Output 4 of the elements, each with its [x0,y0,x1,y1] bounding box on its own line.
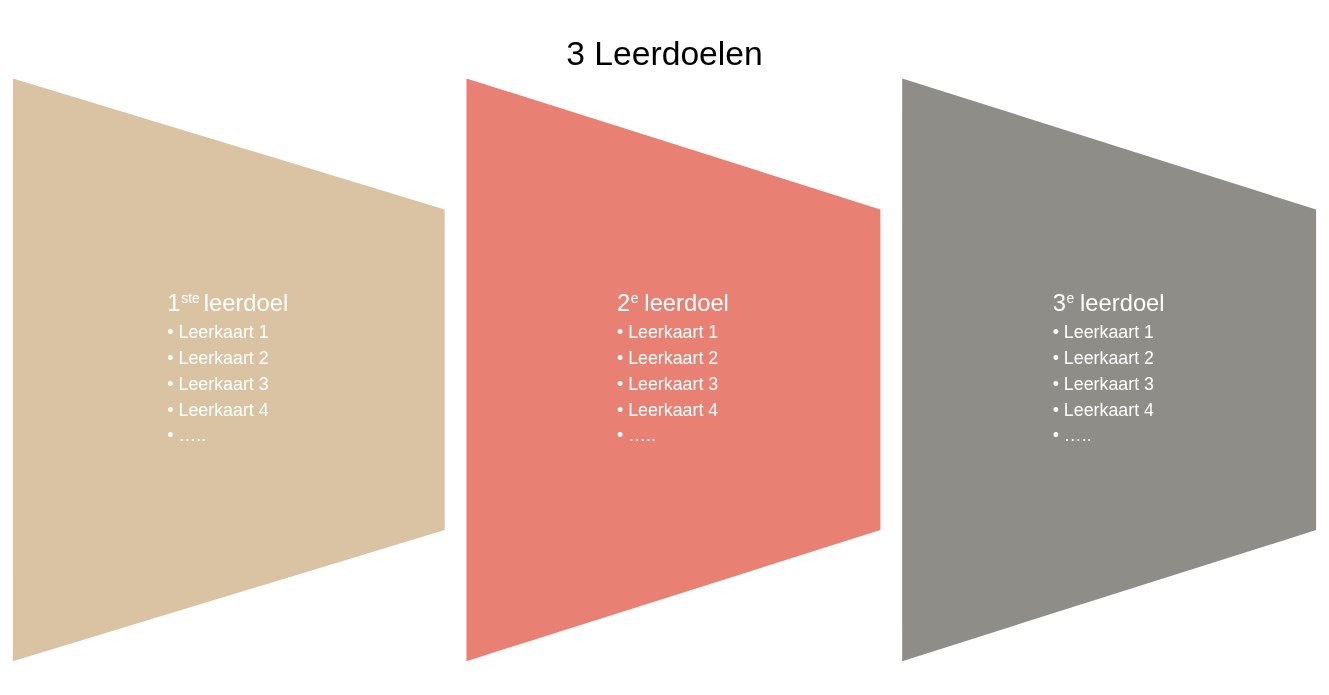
node-box: 3$^{e}$ leerdoel • Leerkaart 1 • Leerkaart 2 • Leerkaart 3 • Leerkaart 4 • ….. [902,78,1317,662]
node-box: 2$^{e}$ leerdoel • Leerkaart 1 • Leerkaart 2 • Leerkaart 3 • Leerkaart 4 • ….. [466,78,881,662]
node-box: 1$^{ste}$ leerdoel • Leerkaart 1 • Leerkaart 2 • Leerkaart 3 • Leerkaart 4 • ….. [12,78,445,662]
diagram-title: 3 Leerdoelen [566,34,763,72]
